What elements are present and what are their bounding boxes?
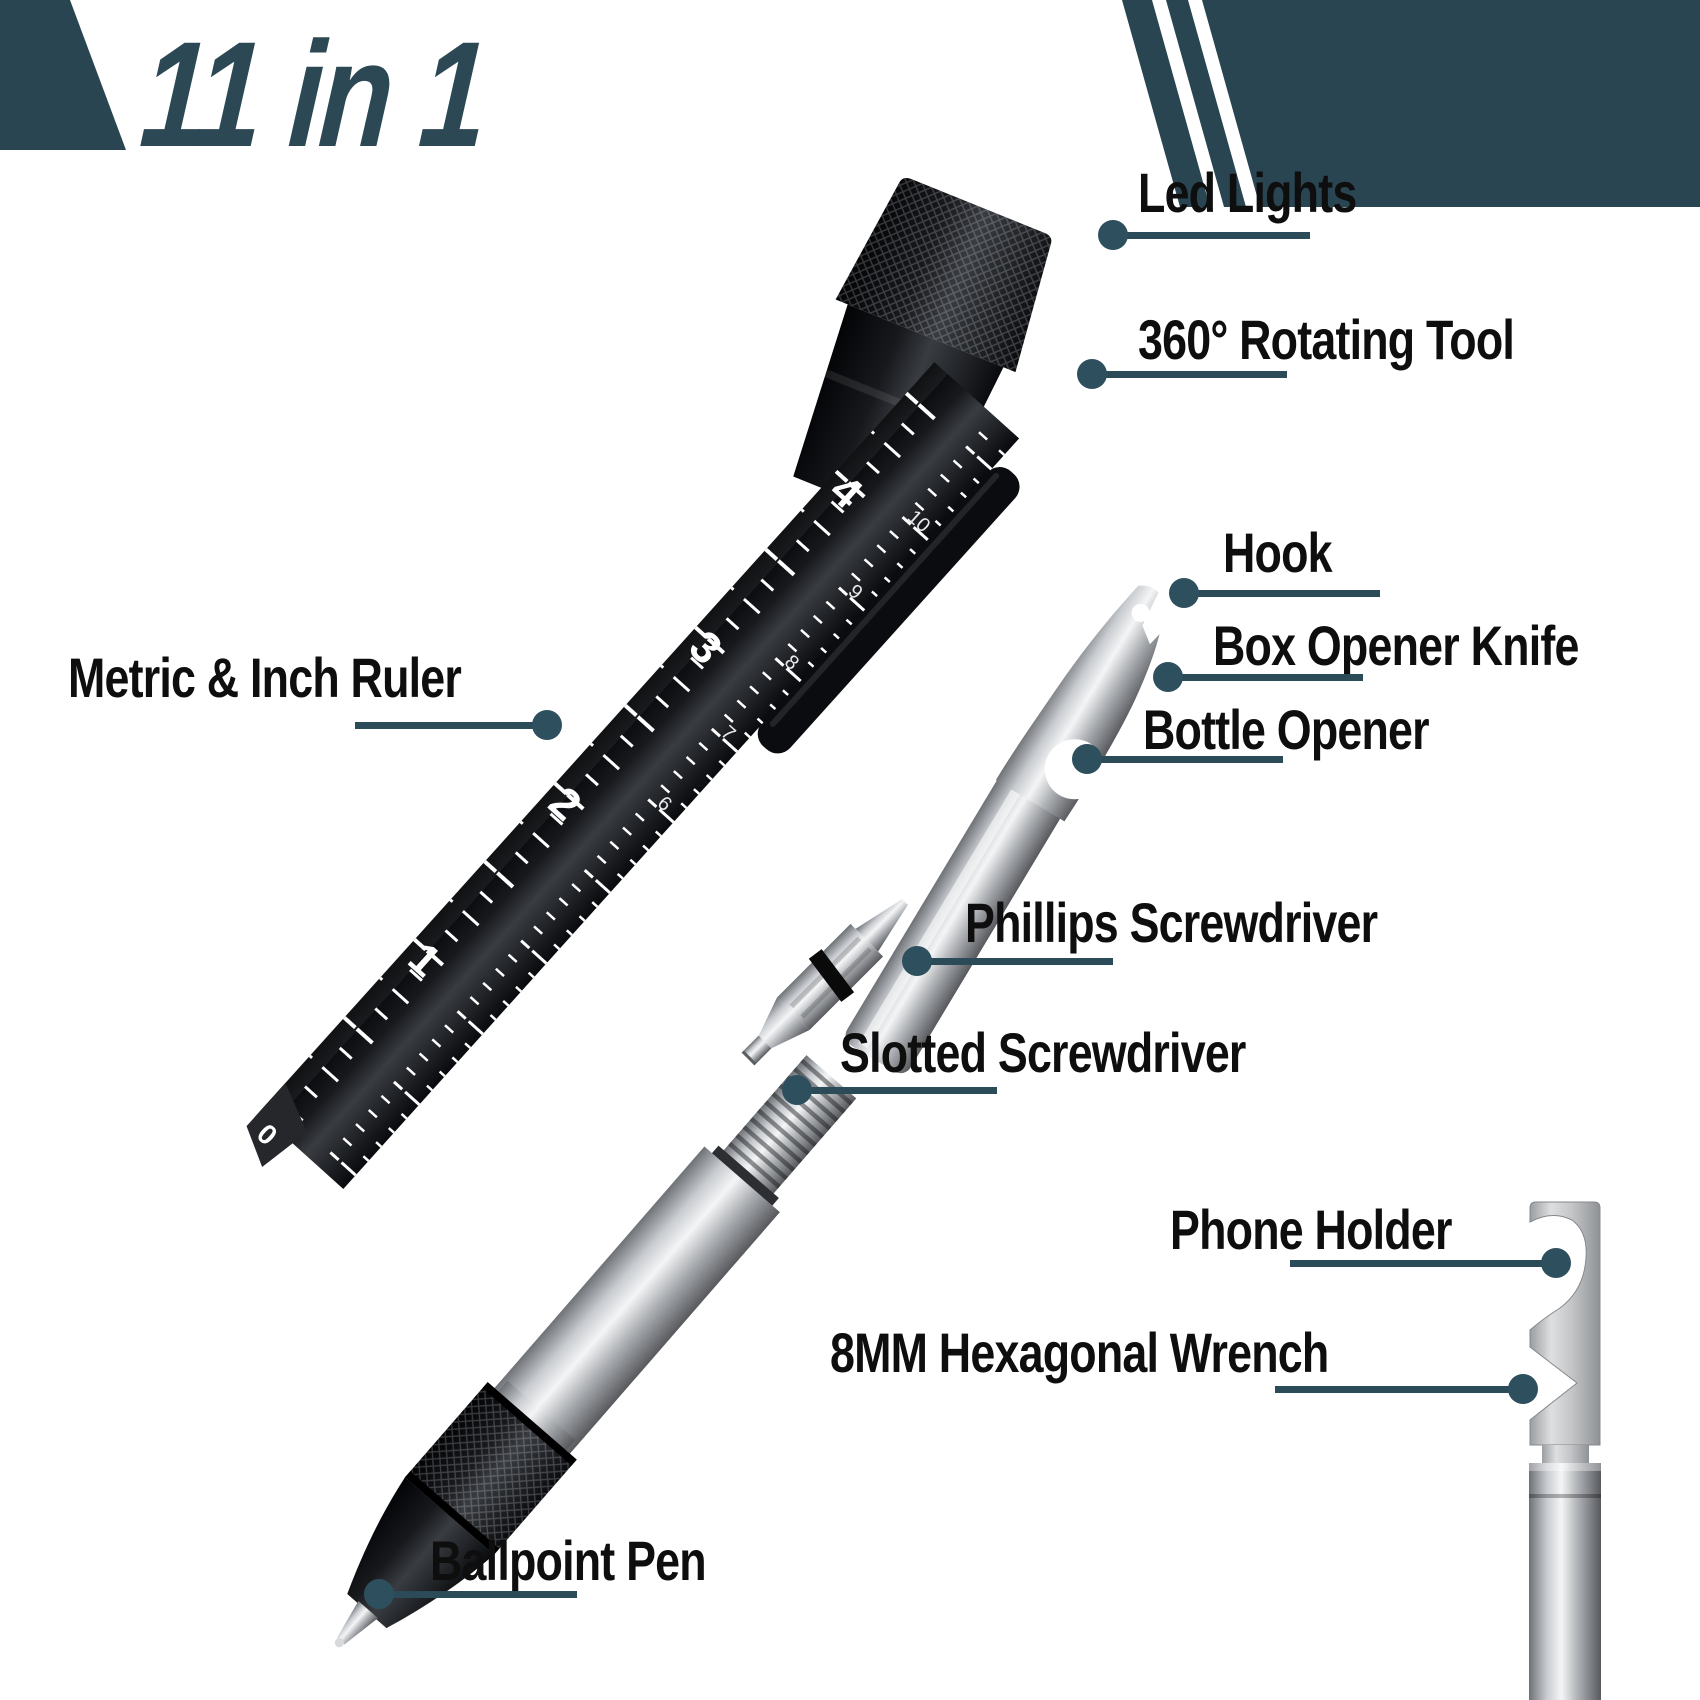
callout-label-bottle-opener: Bottle Opener (1143, 698, 1430, 761)
corner-decorations (0, 0, 1700, 207)
callout-label-hook: Hook (1223, 521, 1333, 584)
callout-label-slotted: Slotted Screwdriver (840, 1021, 1246, 1084)
callout-line-ruler (355, 722, 547, 729)
pen-tip (336, 1601, 378, 1645)
callout-label-led-lights: Led Lights (1138, 161, 1357, 224)
callout-dot-hex-wrench (1508, 1374, 1538, 1404)
callout-line-hook (1184, 590, 1380, 597)
callout-dot-slotted (782, 1075, 812, 1105)
callout-label-box-opener: Box Opener Knife (1213, 614, 1579, 677)
callout-label-ballpoint: Ballpoint Pen (430, 1529, 707, 1592)
callout-dot-hook (1169, 578, 1199, 608)
callout-line-hex-wrench (1275, 1386, 1523, 1393)
callout-dot-phillips (902, 946, 932, 976)
callout-line-box-opener (1168, 674, 1363, 681)
callout-label-rotating-tool: 360° Rotating Tool (1138, 308, 1515, 371)
callout-line-slotted (797, 1087, 997, 1094)
callout-line-phone-holder (1290, 1260, 1556, 1267)
callout-line-led-lights (1113, 232, 1310, 239)
callout-dot-ruler (532, 710, 562, 740)
callout-line-ballpoint (379, 1591, 577, 1598)
ruler-pen-barrel: 4 3 2 1 10 9 8 7 6 0 (246, 362, 1020, 1189)
hook-tool (845, 584, 1210, 1074)
callout-dot-ballpoint (364, 1579, 394, 1609)
phone-holder-tool (1529, 1201, 1601, 1700)
callout-line-bottle-opener (1087, 756, 1283, 763)
page-title: 11 in 1 (136, 10, 491, 178)
callout-dot-phone-holder (1541, 1248, 1571, 1278)
callout-line-phillips (917, 958, 1113, 965)
callout-label-phillips: Phillips Screwdriver (965, 891, 1378, 954)
callout-dot-bottle-opener (1072, 744, 1102, 774)
pen-clip (757, 467, 1020, 754)
screwdriver-bit (741, 899, 908, 1066)
callout-label-hex-wrench: 8MM Hexagonal Wrench (830, 1321, 1329, 1384)
callout-label-ruler: Metric & Inch Ruler (68, 646, 462, 709)
callout-line-rotating-tool (1092, 371, 1287, 378)
callout-label-phone-holder: Phone Holder (1170, 1198, 1452, 1261)
callout-dot-led-lights (1098, 220, 1128, 250)
callout-dot-box-opener (1153, 662, 1183, 692)
callout-dot-rotating-tool (1077, 359, 1107, 389)
